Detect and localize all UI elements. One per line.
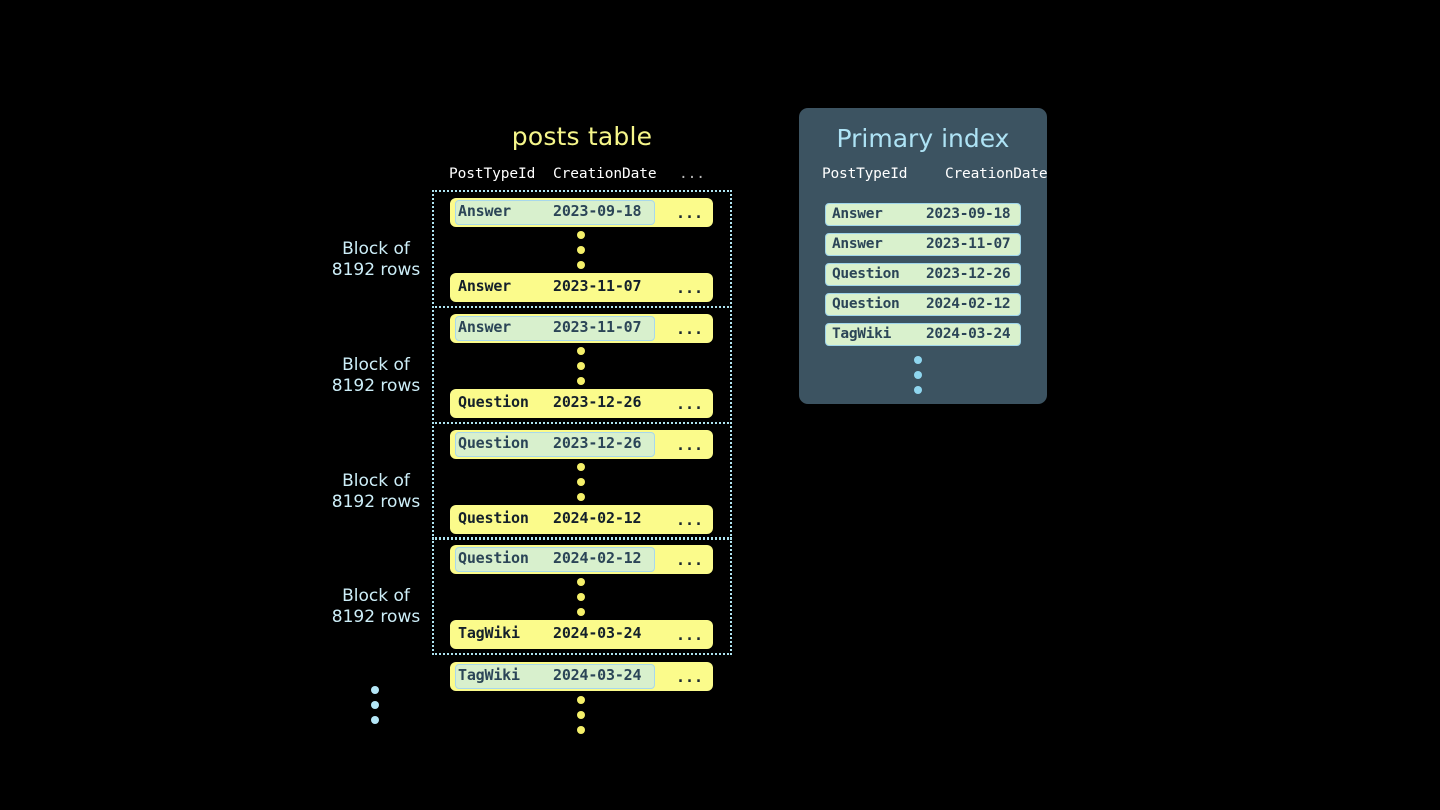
cell-creationdate: 2023-11-07 [553,277,642,295]
row-highlight-box [455,547,655,572]
vertical-ellipsis-dots [575,696,587,741]
table-row[interactable]: Answer 2023-09-18 ... [450,198,713,227]
block-label-4-line1: Block of [342,586,410,606]
table-row[interactable]: TagWiki 2024-03-24 ... [450,662,713,691]
cell-ellipsis: ... [676,551,704,569]
cell-posttypeid: TagWiki [458,666,520,684]
cell-posttypeid: Answer [458,277,511,295]
block-label-3-line2: 8192 rows [331,492,421,512]
cell-posttypeid: Question [458,434,529,452]
table-row[interactable]: Question 2023-12-26 ... [450,389,713,418]
cell-creationdate: 2024-02-12 [553,549,642,567]
table-row[interactable]: Answer 2023-11-07 ... [450,273,713,302]
block-label-1-line2: 8192 rows [331,260,421,280]
row-highlight-box [455,316,655,341]
cell-creationdate: 2023-11-07 [553,318,642,336]
block-label-4-line2: 8192 rows [331,607,421,627]
index-row[interactable]: Answer 2023-11-07 [825,233,1021,256]
index-cell-posttypeid: Answer [832,236,883,252]
index-column-header-creationdate: CreationDate [945,166,1048,182]
block-label-2-line1: Block of [342,355,410,375]
cell-ellipsis: ... [676,668,704,686]
cell-posttypeid: TagWiki [458,624,520,642]
primary-index-column-headers: PostTypeId CreationDate [822,166,1048,186]
cell-creationdate: 2024-03-24 [553,624,642,642]
index-cell-posttypeid: Answer [832,206,883,222]
block-label-4: Block of 8192 rows [311,586,441,628]
cell-posttypeid: Question [458,393,529,411]
row-highlight-box [455,664,655,689]
index-row[interactable]: Question 2023-12-26 [825,263,1021,286]
index-row[interactable]: TagWiki 2024-03-24 [825,323,1021,346]
cell-creationdate: 2023-12-26 [553,393,642,411]
row-highlight-box [455,432,655,457]
cell-ellipsis: ... [676,395,704,413]
table-row[interactable]: Question 2024-02-12 ... [450,505,713,534]
block-label-3-line1: Block of [342,471,410,491]
primary-index-panel: Primary index PostTypeId CreationDate An… [799,108,1048,404]
vertical-ellipsis-dots [575,578,587,623]
index-cell-creationdate: 2023-11-07 [926,236,1011,252]
block-outline-4 [432,537,732,655]
block-label-3: Block of 8192 rows [311,471,441,513]
index-cell-creationdate: 2023-09-18 [926,206,1011,222]
index-cell-creationdate: 2024-03-24 [926,326,1011,342]
primary-index-title: Primary index [836,124,1010,153]
vertical-ellipsis-dots [575,347,587,392]
index-row[interactable]: Question 2024-02-12 [825,293,1021,316]
cell-posttypeid: Question [458,509,529,527]
table-continuation-dots [369,686,381,731]
index-cell-posttypeid: TagWiki [832,326,892,342]
index-row[interactable]: Answer 2023-09-18 [825,203,1021,226]
block-outline-3 [432,422,732,540]
vertical-ellipsis-dots [575,463,587,508]
index-cell-creationdate: 2023-12-26 [926,266,1011,282]
cell-ellipsis: ... [676,320,704,338]
index-cell-posttypeid: Question [832,266,900,282]
row-highlight-box [455,200,655,225]
vertical-ellipsis-dots [575,231,587,276]
index-cell-creationdate: 2024-02-12 [926,296,1011,312]
column-header-creationdate: CreationDate [553,166,657,182]
cell-posttypeid: Answer [458,202,511,220]
table-row[interactable]: Question 2023-12-26 ... [450,430,713,459]
index-continuation-dots [912,356,924,401]
cell-ellipsis: ... [676,204,704,222]
block-label-2-line2: 8192 rows [331,376,421,396]
column-header-posttypeid: PostTypeId [449,166,536,182]
table-row[interactable]: TagWiki 2024-03-24 ... [450,620,713,649]
column-header-ellipsis: ... [679,166,705,182]
block-label-1: Block of 8192 rows [311,239,441,281]
posts-table-title: posts table [511,122,653,151]
cell-posttypeid: Answer [458,318,511,336]
cell-creationdate: 2023-09-18 [553,202,642,220]
table-row[interactable]: Question 2024-02-12 ... [450,545,713,574]
posts-table-column-headers: PostTypeId CreationDate ... [449,166,713,186]
cell-ellipsis: ... [676,626,704,644]
cell-ellipsis: ... [676,436,704,454]
cell-posttypeid: Question [458,549,529,567]
table-row[interactable]: Answer 2023-11-07 ... [450,314,713,343]
cell-creationdate: 2024-02-12 [553,509,642,527]
cell-ellipsis: ... [676,279,704,297]
block-label-1-line1: Block of [342,239,410,259]
cell-creationdate: 2023-12-26 [553,434,642,452]
cell-ellipsis: ... [676,511,704,529]
index-column-header-posttypeid: PostTypeId [822,166,908,182]
block-label-2: Block of 8192 rows [311,355,441,397]
cell-creationdate: 2024-03-24 [553,666,642,684]
index-cell-posttypeid: Question [832,296,900,312]
